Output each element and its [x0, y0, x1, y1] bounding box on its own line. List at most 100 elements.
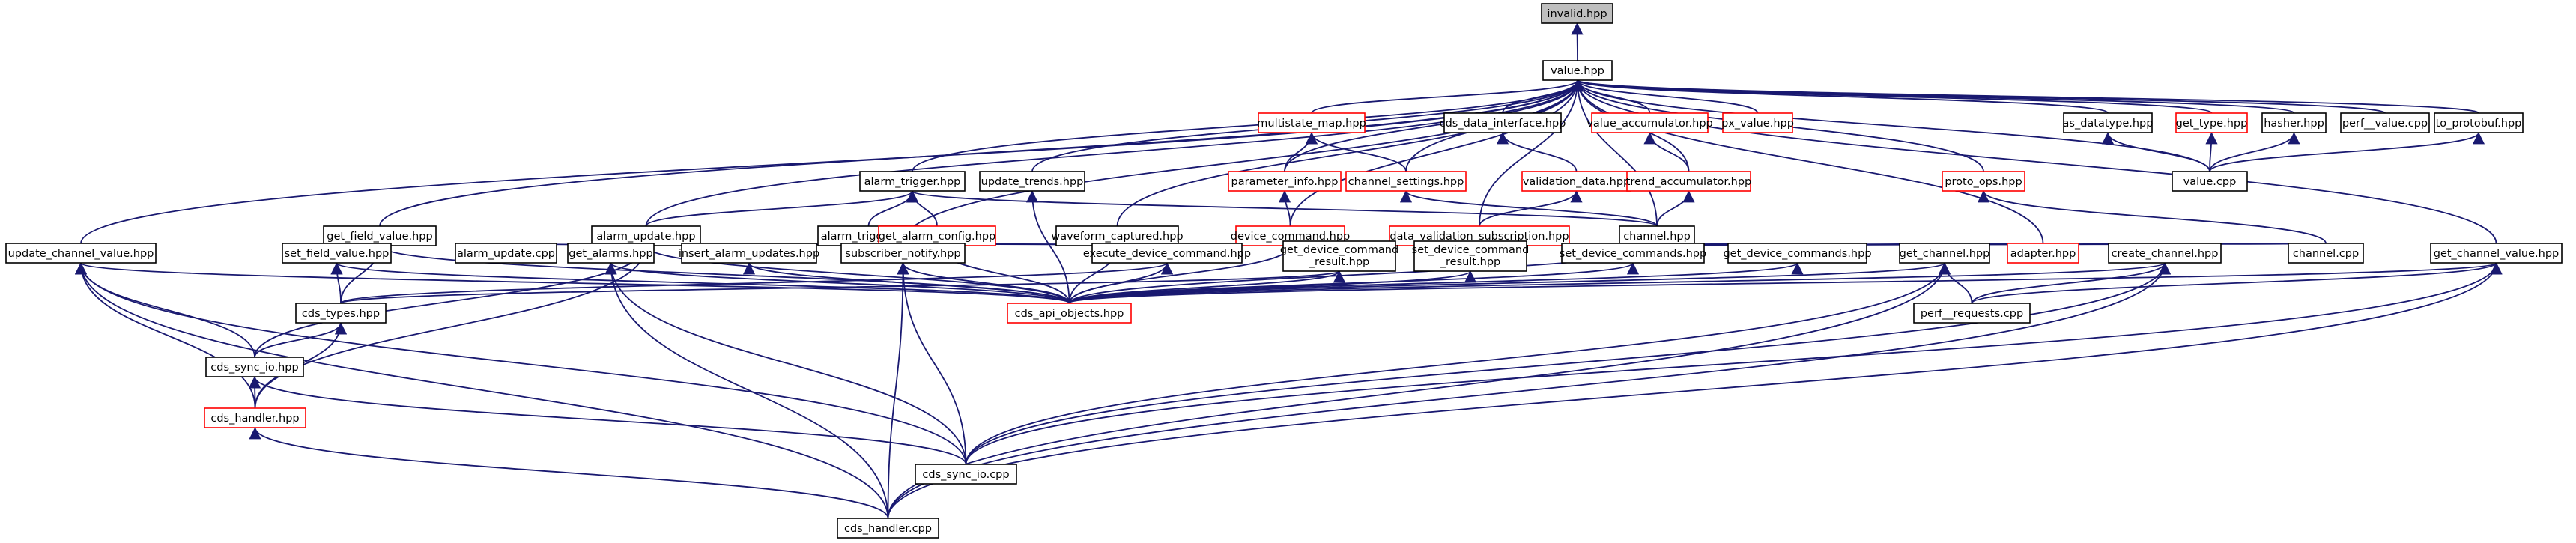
node-cds-handler-cpp[interactable]: cds_handler.cpp: [837, 518, 939, 539]
node-insert-alarm-updates[interactable]: insert_alarm_updates.hpp: [679, 243, 819, 264]
node-box: [1443, 112, 1562, 133]
node-get-alarm-config[interactable]: get_alarm_config.hpp: [878, 225, 996, 246]
node-box: [282, 243, 392, 264]
node-subscriber-notify[interactable]: subscriber_notify.hpp: [840, 243, 966, 264]
node-create-channel[interactable]: create_channel.hpp: [2108, 243, 2222, 264]
node-cds-sync-io-cpp[interactable]: cds_sync_io.cpp: [915, 464, 1017, 485]
node-get-type[interactable]: get_type.hpp: [2175, 112, 2248, 133]
node-label: channel.hpp: [1623, 231, 1691, 243]
edge-waveform-captured-to-value: [1116, 79, 1584, 227]
node-label: validation_data.hpp: [1523, 176, 1631, 188]
edge-cds-handler-cpp-to-subscriber-notify: [887, 262, 909, 519]
node-get-device-command-result[interactable]: get_device_command_result.hpp: [1280, 240, 1398, 272]
node-update-channel-value[interactable]: update_channel_value.hpp: [5, 243, 157, 264]
node-get-field-value[interactable]: get_field_value.hpp: [323, 225, 437, 246]
node-box: [323, 225, 437, 246]
node-cds-sync-io-hpp[interactable]: cds_sync_io.hpp: [205, 357, 304, 377]
node-as-datatype[interactable]: as_datatype.hpp: [2063, 112, 2154, 133]
node-label: value.hpp: [1551, 65, 1604, 77]
node-box: [2261, 112, 2327, 133]
node-label: adapter.hpp: [2010, 248, 2076, 260]
node-label: _result.hpp: [1309, 256, 1369, 268]
edge-cds-types-to-set-field-value: [330, 262, 343, 304]
node-label: _result.hpp: [1440, 256, 1500, 268]
node-box: [295, 303, 387, 324]
node-box: [1413, 240, 1527, 272]
node-label: subscriber_notify.hpp: [845, 248, 960, 260]
node-to-protobuf[interactable]: to_protobuf.hpp: [2434, 112, 2524, 133]
node-cds-handler-hpp[interactable]: cds_handler.hpp: [204, 407, 306, 428]
edge-channel-cpp-to-proto-ops: [1978, 190, 2327, 244]
node-label: proto_ops.hpp: [1945, 176, 2022, 188]
node-cds-data-interface[interactable]: cds_data_interface.hpp: [1440, 112, 1566, 133]
node-get-channel[interactable]: get_channel.hpp: [1899, 243, 1990, 264]
node-invalid: invalid.hpp: [1541, 3, 1613, 24]
node-trend-accumulator[interactable]: trend_accumulator.hpp: [1626, 171, 1752, 192]
node-label: insert_alarm_updates.hpp: [679, 248, 819, 260]
node-value-cpp[interactable]: value.cpp: [2172, 171, 2248, 192]
node-box: [1345, 171, 1467, 192]
node-multistate-map[interactable]: multistate_map.hpp: [1257, 112, 1366, 133]
edge-cds-handler-hpp-to-alarm-update: [254, 245, 652, 409]
node-alarm-trigger[interactable]: alarm_trigger.hpp: [859, 171, 966, 192]
node-update-trends[interactable]: update_trends.hpp: [979, 171, 1085, 192]
node-cds-api-objects[interactable]: cds_api_objects.hpp: [1007, 303, 1132, 324]
node-channel[interactable]: channel.hpp: [1619, 225, 1695, 246]
node-value-accumulator[interactable]: value_accumulator.hpp: [1586, 112, 1713, 133]
edge-channel-to-alarm-trigger: [906, 190, 1658, 227]
node-set-device-command-result[interactable]: set_device_command_result.hpp: [1412, 240, 1530, 272]
node-get-channel-value[interactable]: get_channel_value.hpp: [2430, 243, 2563, 264]
edge-cds-api-objects-to-create-channel: [1068, 262, 2171, 304]
node-value[interactable]: value.hpp: [1542, 60, 1613, 81]
node-box: [1091, 243, 1243, 264]
edge-cds-api-objects-to-get-alarms: [604, 262, 1070, 304]
node-box: [5, 243, 157, 264]
edge-cds-sync-io-cpp-to-subscriber-notify: [897, 262, 967, 465]
node-channel-settings[interactable]: channel_settings.hpp: [1345, 171, 1467, 192]
node-label: px_value.hpp: [1721, 118, 1794, 130]
edge-update-channel-value-to-value: [80, 79, 1584, 244]
node-alarm-update[interactable]: alarm_update.hpp: [591, 225, 701, 246]
node-label: update_channel_value.hpp: [8, 248, 154, 260]
node-label: get_device_command: [1280, 244, 1398, 256]
edge-cds-api-objects-to-get-channel-value: [1068, 262, 2502, 304]
node-label: cds_types.hpp: [302, 308, 380, 320]
node-perf-requests-cpp[interactable]: perf__requests.cpp: [1913, 303, 2031, 324]
node-set-device-commands[interactable]: set_device_commands.hpp: [1560, 243, 1706, 264]
edge-cds-api-objects-to-get-device-command-result: [1068, 270, 1345, 304]
node-get-device-commands[interactable]: get_device_commands.hpp: [1723, 243, 1872, 264]
node-get-alarms[interactable]: get_alarms.hpp: [567, 243, 655, 264]
edge-value-cpp-to-as-datatype: [2101, 132, 2210, 172]
node-hasher[interactable]: hasher.hpp: [2261, 112, 2327, 133]
edge-alarm-update-to-value: [645, 79, 1584, 227]
node-label: cds_api_objects.hpp: [1015, 308, 1124, 320]
edge-to-protobuf-to-value: [1572, 79, 2479, 114]
node-label: value.cpp: [2183, 176, 2237, 188]
node-px-value[interactable]: px_value.hpp: [1721, 112, 1794, 133]
node-waveform-captured[interactable]: waveform_captured.hpp: [1051, 225, 1184, 246]
node-label: cds_sync_io.hpp: [210, 362, 298, 374]
node-label: get_channel_value.hpp: [2434, 248, 2560, 260]
node-cds-types[interactable]: cds_types.hpp: [295, 303, 387, 324]
node-execute-device-command[interactable]: execute_device_command.hpp: [1083, 243, 1251, 264]
node-alarm-update-cpp[interactable]: alarm_update.cpp: [455, 243, 557, 264]
node-box: [2108, 243, 2222, 264]
node-label: execute_device_command.hpp: [1083, 248, 1251, 260]
node-box: [2434, 112, 2524, 133]
node-box: [2340, 112, 2430, 133]
node-set-field-value[interactable]: set_field_value.hpp: [282, 243, 392, 264]
node-label: data_validation_subscription.hpp: [1389, 231, 1569, 243]
edge-perf-requests-cpp-to-create-channel: [1971, 262, 2171, 304]
node-perf-value-cpp[interactable]: perf__value.cpp: [2340, 112, 2430, 133]
node-parameter-info[interactable]: parameter_info.hpp: [1228, 171, 1342, 192]
node-channel-cpp[interactable]: channel.cpp: [2288, 243, 2364, 264]
node-box: [204, 407, 306, 428]
node-label: get_alarms.hpp: [569, 248, 652, 260]
node-data-validation-subscription[interactable]: data_validation_subscription.hpp: [1389, 225, 1570, 246]
edge-cds-handler-hpp-to-update-channel-value: [74, 262, 256, 409]
node-validation-data[interactable]: validation_data.hpp: [1521, 171, 1631, 192]
node-box: [1561, 243, 1705, 264]
node-adapter[interactable]: adapter.hpp: [2007, 243, 2079, 264]
edge-cds-sync-io-cpp-to-update-channel-value: [75, 262, 967, 465]
node-proto-ops[interactable]: proto_ops.hpp: [1942, 171, 2025, 192]
